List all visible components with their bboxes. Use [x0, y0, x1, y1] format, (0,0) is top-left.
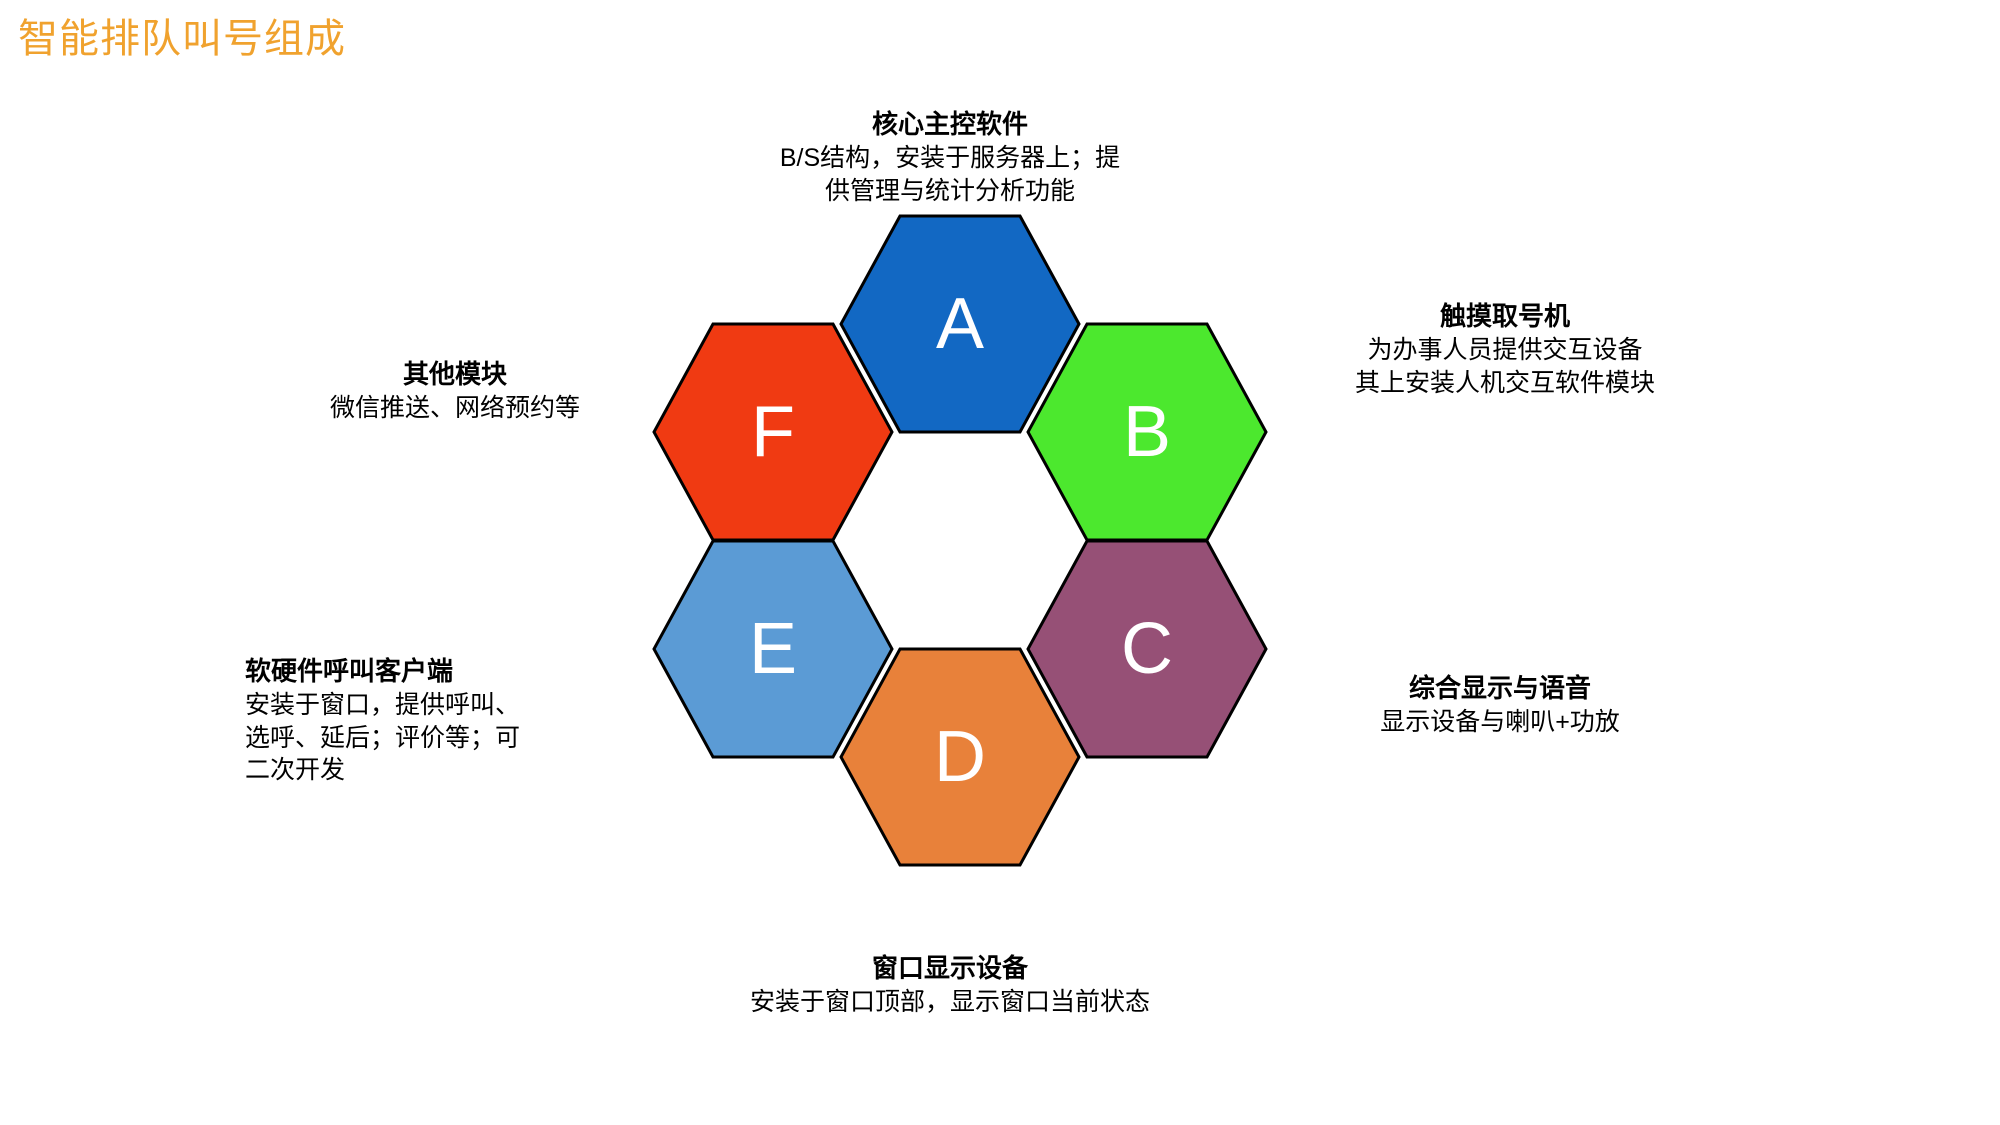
hexagon-shape-c — [1026, 539, 1268, 759]
callout-f-description: 微信推送、网络预约等 — [329, 394, 580, 423]
hexagon-polygon-b — [1026, 322, 1268, 542]
callout-a-title: 核心主控软件 — [871, 109, 1028, 139]
hexagon-shape-f — [652, 322, 894, 542]
hexagon-polygon-f — [652, 322, 894, 542]
callout-c-title: 综合显示与语音 — [1408, 673, 1591, 703]
hexagon-shape-e — [652, 539, 894, 759]
callout-f-title: 其他模块 — [402, 359, 507, 389]
callout-b-title: 触摸取号机 — [1439, 301, 1570, 331]
hexagon-polygon-c — [1026, 539, 1268, 759]
hexagon-polygon-e — [652, 539, 894, 759]
callout-d-description: 安装于窗口顶部，显示窗口当前状态 — [749, 988, 1150, 1017]
hexagon-node-b[interactable]: B — [1026, 322, 1268, 542]
hexagon-node-f[interactable]: F — [652, 322, 894, 542]
hexagon-shape-b — [1026, 322, 1268, 542]
callout-a-description: B/S结构，安装于服务器上；提 供管理与统计分析功能 — [779, 144, 1121, 205]
callout-e-description: 安装于窗口，提供呼叫、 选呼、延后；评价等；可 二次开发 — [245, 691, 521, 785]
callout-a: 核心主控软件 B/S结构，安装于服务器上；提 供管理与统计分析功能 — [700, 108, 1200, 207]
callout-b: 触摸取号机 为办事人员提供交互设备 其上安装人机交互软件模块 — [1280, 300, 1730, 399]
callout-d-title: 窗口显示设备 — [871, 953, 1028, 983]
hexagon-shape-d — [839, 647, 1081, 867]
hexagon-polygon-d — [839, 647, 1081, 867]
hexagon-ring-diagram: A B C D E F — [590, 214, 1330, 915]
callout-e-title: 软硬件呼叫客户端 — [245, 656, 454, 686]
callout-e: 软硬件呼叫客户端 安装于窗口，提供呼叫、 选呼、延后；评价等；可 二次开发 — [245, 655, 645, 787]
hexagon-node-e[interactable]: E — [652, 539, 894, 759]
hexagon-polygon-a — [839, 214, 1081, 434]
callout-d: 窗口显示设备 安装于窗口顶部，显示窗口当前状态 — [620, 952, 1280, 1019]
callout-c: 综合显示与语音 显示设备与喇叭+功放 — [1320, 672, 1680, 739]
hexagon-shape-a — [839, 214, 1081, 434]
callout-c-description: 显示设备与喇叭+功放 — [1380, 708, 1620, 737]
callout-b-description: 为办事人员提供交互设备 其上安装人机交互软件模块 — [1354, 336, 1655, 397]
callout-f: 其他模块 微信推送、网络预约等 — [270, 358, 640, 425]
page-title: 智能排队叫号组成 — [18, 17, 346, 61]
